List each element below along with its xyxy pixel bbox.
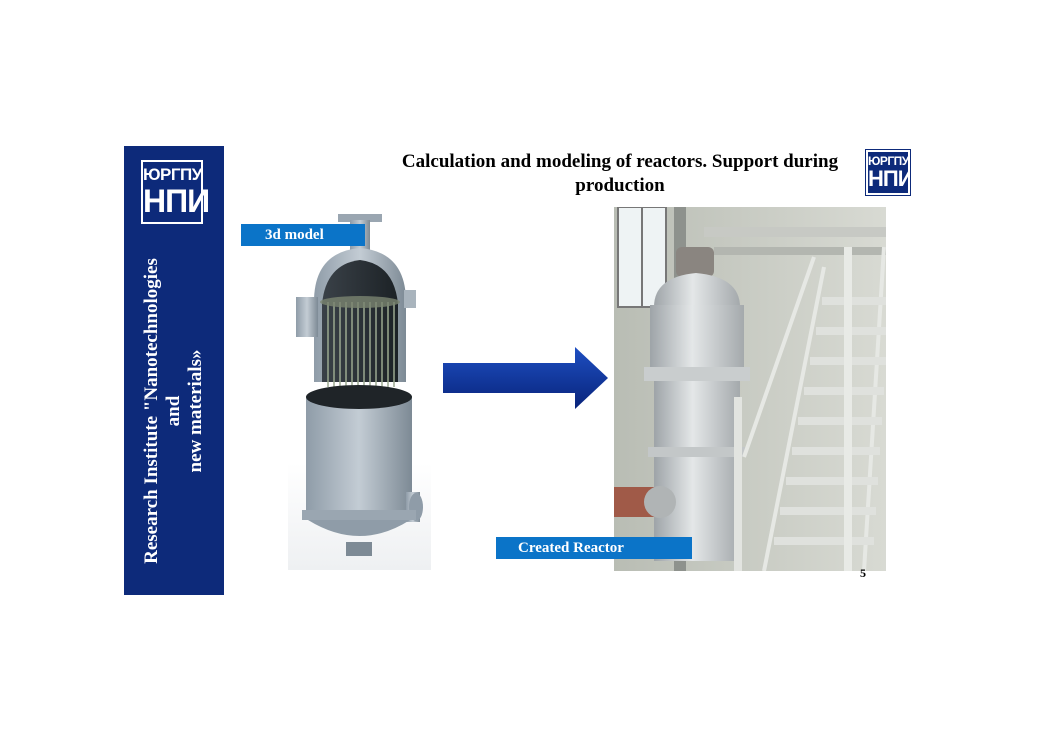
institute-line-3: new materials» — [185, 349, 206, 473]
institute-line-1: Research Institute "Nanotechnologies — [141, 258, 162, 564]
model-label: 3d model — [241, 224, 365, 246]
created-reactor-label: Created Reactor — [496, 537, 692, 559]
reactor-3d-model-image — [288, 212, 431, 570]
university-logo: ЮРГПУ НПИ — [141, 160, 210, 224]
header-logo-bottom-text: НПИ — [868, 166, 914, 191]
sidebar: ЮРГПУ НПИ Research Institute "Nanotechno… — [124, 146, 224, 595]
created-reactor-photo — [614, 207, 886, 571]
logo-top-text: ЮРГПУ — [143, 165, 202, 184]
header-logo: ЮРГПУ НПИ — [865, 149, 914, 196]
institute-line-2: and — [163, 395, 184, 427]
page-number: 5 — [860, 566, 866, 580]
logo-bottom-text: НПИ — [143, 183, 210, 219]
institute-name: Research Institute "Nanotechnologies and… — [141, 241, 207, 581]
slide-title: Calculation and modeling of reactors. Su… — [401, 151, 839, 196]
arrow-right-icon — [443, 347, 608, 409]
header-logo-top-text: ЮРГПУ — [868, 154, 909, 168]
